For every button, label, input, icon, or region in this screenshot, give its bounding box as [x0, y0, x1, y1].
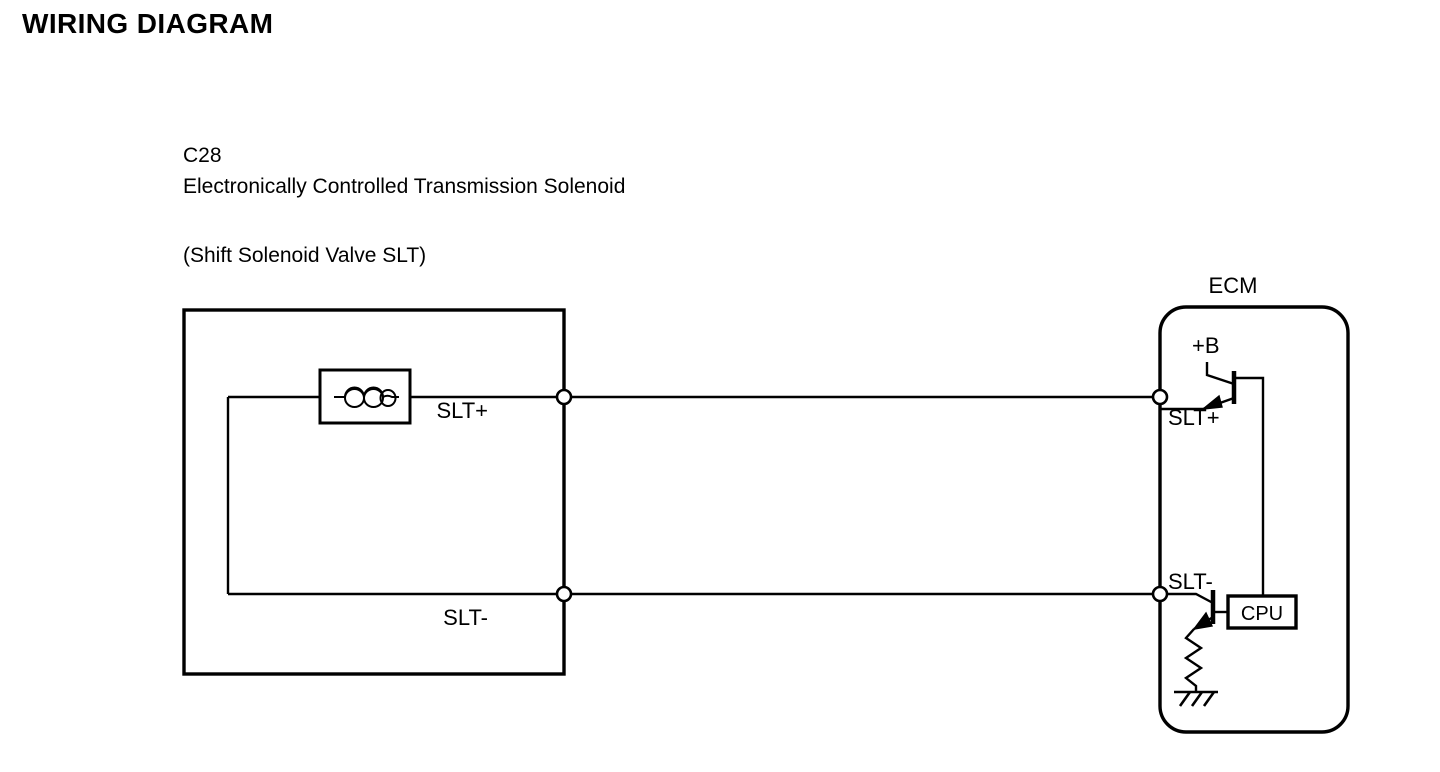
- solenoid-terminal-slt-plus: [555, 388, 573, 406]
- ground-icon: [1174, 690, 1218, 707]
- ecm-enclosure: [1158, 305, 1350, 734]
- component-subtitle-label: (Shift Solenoid Valve SLT): [183, 244, 426, 267]
- ecm-terminal-slt-plus: [1151, 388, 1169, 406]
- component-name-label: Electronically Controlled Transmission S…: [183, 175, 625, 198]
- ecm-terminal-label-slt-plus: SLT+: [1168, 405, 1220, 430]
- ecm-power-label: +B: [1192, 333, 1220, 358]
- connector-id-label: C28: [183, 144, 222, 167]
- solenoid-terminal-label-slt-minus: SLT-: [443, 605, 488, 630]
- resistor-icon: [1183, 628, 1204, 692]
- ecm-terminal-slt-minus: [1151, 585, 1169, 603]
- page-title: WIRING DIAGRAM: [22, 8, 274, 39]
- solenoid-terminal-slt-minus: [555, 585, 573, 603]
- solenoid-enclosure: [182, 308, 566, 676]
- npn-transistor-icon: [1160, 590, 1228, 631]
- ecm-title-label: ECM: [1209, 273, 1258, 298]
- solenoid-coil-icon: [318, 368, 412, 425]
- solenoid-terminal-label-slt-plus: SLT+: [436, 398, 488, 423]
- cpu-label: CPU: [1241, 603, 1283, 625]
- cpu-block: CPU: [1226, 594, 1298, 630]
- ecm-power-stub: [1205, 362, 1235, 386]
- pnp-transistor-icon: [1160, 371, 1265, 596]
- ecm-terminal-label-slt-minus: SLT-: [1168, 569, 1213, 594]
